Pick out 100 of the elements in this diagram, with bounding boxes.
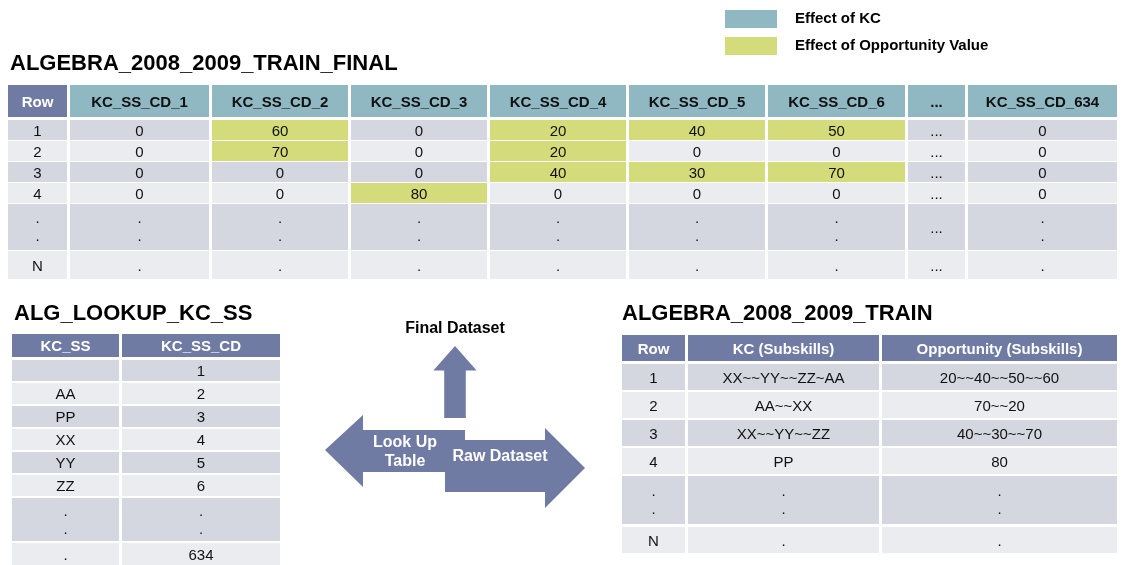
column-header: Opportunity (Subskills) <box>882 335 1117 361</box>
table-cell: . . <box>70 204 209 250</box>
table-cell: 0 <box>351 120 487 140</box>
table-cell: 0 <box>70 120 209 140</box>
table-cell: 0 <box>351 141 487 161</box>
table-cell: YY <box>12 452 119 473</box>
table-cell: . . <box>490 204 626 250</box>
legend-label: Effect of KC <box>795 9 881 26</box>
column-header: Row <box>622 335 685 361</box>
table-cell: 6 <box>122 475 280 496</box>
table-cell: 0 <box>490 183 626 203</box>
table-cell: PP <box>688 448 879 474</box>
table-cell: . <box>490 251 626 279</box>
table-cell: 3 <box>122 406 280 427</box>
table-cell: . <box>70 251 209 279</box>
column-header: KC_SS_CD_634 <box>968 85 1117 117</box>
arrow-label: Look Up Table <box>372 432 438 470</box>
table-cell: . . <box>629 204 765 250</box>
table-cell: . . <box>351 204 487 250</box>
table-cell: 0 <box>968 162 1117 182</box>
table-cell: 80 <box>882 448 1117 474</box>
table-cell: 2 <box>622 392 685 418</box>
table-cell: . <box>212 251 348 279</box>
column-header: KC_SS_CD_6 <box>768 85 905 117</box>
table-cell: . . <box>122 498 280 541</box>
table-cell: 2 <box>8 141 67 161</box>
column-header: KC_SS_CD <box>122 334 280 357</box>
column-header: KC_SS <box>12 334 119 357</box>
table-cell: 20~~40~~50~~60 <box>882 364 1117 390</box>
table-cell: 0 <box>968 141 1117 161</box>
table-cell: 60 <box>212 120 348 140</box>
table-cell: . <box>768 251 905 279</box>
table-cell: . . <box>212 204 348 250</box>
table-cell: 0 <box>968 183 1117 203</box>
table-cell: . . <box>688 476 879 524</box>
table-cell: XX~~YY~~ZZ <box>688 420 879 446</box>
table-cell: 1 <box>622 364 685 390</box>
table-title: ALG_LOOKUP_KC_SS <box>14 300 253 326</box>
table-cell: . . <box>768 204 905 250</box>
table-cell: . <box>351 251 487 279</box>
table-cell: ... <box>908 162 965 182</box>
table-cell: 50 <box>768 120 905 140</box>
table-cell: 3 <box>622 420 685 446</box>
column-header: KC_SS_CD_4 <box>490 85 626 117</box>
table-cell: 0 <box>968 120 1117 140</box>
table-cell: . . <box>622 476 685 524</box>
table-cell: ... <box>908 141 965 161</box>
table-cell: 40 <box>629 120 765 140</box>
column-header: KC_SS_CD_1 <box>70 85 209 117</box>
table-cell: ... <box>908 204 965 250</box>
table-cell: ... <box>908 120 965 140</box>
table-cell: 634 <box>122 543 280 565</box>
column-header: Row <box>8 85 67 117</box>
table-cell: 80 <box>351 183 487 203</box>
table-cell: AA~~XX <box>688 392 879 418</box>
table-cell: 0 <box>629 141 765 161</box>
table-cell: ZZ <box>12 475 119 496</box>
table-cell: 0 <box>768 141 905 161</box>
table-cell: 4 <box>8 183 67 203</box>
column-header: KC_SS_CD_5 <box>629 85 765 117</box>
table-cell: . <box>688 527 879 553</box>
table-cell: . . <box>8 204 67 250</box>
table-cell: XX <box>12 429 119 450</box>
table-cell: PP <box>12 406 119 427</box>
table-cell: 0 <box>70 141 209 161</box>
table-cell: . . <box>968 204 1117 250</box>
table-cell: 0 <box>768 183 905 203</box>
table-cell: 4 <box>122 429 280 450</box>
table-cell: . . <box>882 476 1117 524</box>
table-cell: ... <box>908 183 965 203</box>
table-cell: 0 <box>351 162 487 182</box>
table-cell: 0 <box>70 162 209 182</box>
legend-label: Effect of Opportunity Value <box>795 36 989 53</box>
table-cell: 40 <box>490 162 626 182</box>
table-cell: 20 <box>490 120 626 140</box>
table-cell: 40~~30~~70 <box>882 420 1117 446</box>
table-cell: N <box>622 527 685 553</box>
table-cell: 1 <box>122 360 280 381</box>
arrow-label: Raw Dataset <box>451 446 549 465</box>
table-cell: . . <box>12 498 119 541</box>
table-cell: 1 <box>8 120 67 140</box>
table-cell: 2 <box>122 383 280 404</box>
table-title: ALGEBRA_2008_2009_TRAIN <box>622 300 933 326</box>
table-title: ALGEBRA_2008_2009_TRAIN_FINAL <box>10 50 398 76</box>
table-cell: 0 <box>70 183 209 203</box>
table-cell: XX~~YY~~ZZ~AA <box>688 364 879 390</box>
table-cell: 70 <box>768 162 905 182</box>
table-cell: 0 <box>212 162 348 182</box>
arrow-label: Final Dataset <box>404 318 506 337</box>
table-cell: 70~~20 <box>882 392 1117 418</box>
table-cell: 20 <box>490 141 626 161</box>
table-cell: . <box>12 543 119 565</box>
column-header: KC_SS_CD_2 <box>212 85 348 117</box>
table-cell: 30 <box>629 162 765 182</box>
table-cell: ... <box>908 251 965 279</box>
table-cell: 0 <box>629 183 765 203</box>
table-cell: 70 <box>212 141 348 161</box>
column-header: ... <box>908 85 965 117</box>
column-header: KC_SS_CD_3 <box>351 85 487 117</box>
table-cell: . <box>968 251 1117 279</box>
